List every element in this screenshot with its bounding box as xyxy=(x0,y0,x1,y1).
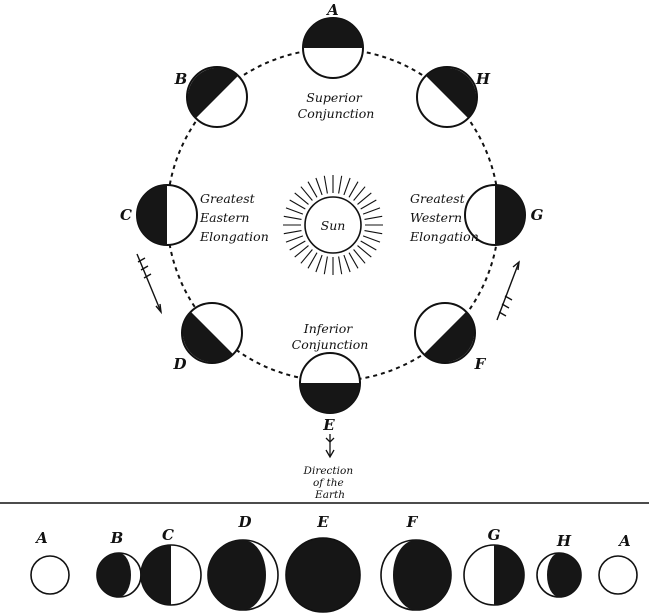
sun-ray xyxy=(316,178,322,195)
inferior-conjunction-label: Inferior Conjunction xyxy=(292,321,369,352)
planet-F: F xyxy=(415,303,487,373)
planet-D: D xyxy=(172,303,242,373)
sun-ray xyxy=(324,176,327,194)
planet-H-label: H xyxy=(475,70,491,88)
phase-D: D xyxy=(208,513,278,610)
eastern-elongation-label: Greatest Eastern Elongation xyxy=(199,191,269,244)
sun-ray xyxy=(295,193,309,205)
sun-ray xyxy=(344,178,350,195)
sun: Sun xyxy=(283,175,383,275)
sun-ray xyxy=(308,253,317,269)
phase-F: F xyxy=(381,513,451,610)
motion-arrow-right xyxy=(497,262,519,320)
phase-B: B xyxy=(97,529,141,597)
planet-E-shadow xyxy=(300,383,360,413)
sun-ray xyxy=(301,187,313,201)
phase-E: E xyxy=(286,513,360,612)
phase-D-shadow xyxy=(208,540,266,610)
planet-C-label: C xyxy=(120,206,132,224)
phase-B-label: B xyxy=(110,529,124,547)
phase-A-right: A xyxy=(599,532,637,594)
sun-label: Sun xyxy=(321,218,346,233)
sun-ray xyxy=(363,236,380,242)
phase-C-shadow xyxy=(141,545,171,605)
sun-ray xyxy=(339,257,342,275)
planet-B-label: B xyxy=(174,70,188,88)
sun-ray xyxy=(361,200,377,209)
sun-ray xyxy=(349,182,358,198)
planet-E-label: E xyxy=(322,416,335,434)
sun-ray xyxy=(358,246,372,258)
sun-ray xyxy=(365,231,383,234)
phase-A-left: A xyxy=(31,529,69,594)
planet-B: B xyxy=(174,67,247,127)
planet-C: C xyxy=(120,185,197,245)
sun-ray xyxy=(316,255,322,272)
sun-ray xyxy=(290,200,306,209)
earth-direction-label: Direction of the Earth xyxy=(303,465,357,501)
planet-F-label: F xyxy=(474,355,487,373)
motion-arrow-left xyxy=(137,254,161,312)
sun-ray xyxy=(308,182,317,198)
sun-ray xyxy=(286,236,303,242)
planet-G-label: G xyxy=(531,206,544,224)
sun-ray xyxy=(295,246,309,258)
sun-ray xyxy=(354,187,366,201)
superior-conjunction-label: Superior Conjunction xyxy=(298,90,375,121)
sun-ray xyxy=(286,208,303,214)
sun-ray xyxy=(301,250,313,264)
phase-F-shadow xyxy=(393,540,451,610)
phase-G-shadow xyxy=(494,545,524,605)
sun-ray xyxy=(354,250,366,264)
phase-B-shadow xyxy=(97,553,131,597)
sun-ray xyxy=(284,231,302,234)
sun-ray xyxy=(284,216,302,219)
planet-D-label: D xyxy=(172,355,186,373)
planet-A-label: A xyxy=(325,1,339,19)
sun-ray xyxy=(290,241,306,250)
sun-ray xyxy=(344,255,350,272)
phase-G-label: G xyxy=(488,526,501,544)
sun-ray xyxy=(361,241,377,250)
sun-ray xyxy=(339,176,342,194)
phase-A-right-label: A xyxy=(617,532,631,550)
phase-F-label: F xyxy=(406,513,419,531)
phase-C: C xyxy=(141,526,201,605)
phase-C-label: C xyxy=(162,526,174,544)
sun-ray xyxy=(349,253,358,269)
phase-H: H xyxy=(537,532,581,597)
planet-G-shadow xyxy=(495,185,525,245)
sun-ray xyxy=(365,216,383,219)
planet-H: H xyxy=(417,67,491,127)
planet-A-shadow xyxy=(303,18,363,48)
phase-E-label: E xyxy=(316,513,329,531)
planet-E: E xyxy=(300,353,360,434)
phase-H-label: H xyxy=(556,532,572,550)
sun-ray xyxy=(358,193,372,205)
planet-A: A xyxy=(303,1,363,78)
phase-G: G xyxy=(464,526,524,605)
sun-ray xyxy=(324,257,327,275)
phase-A-left-label: A xyxy=(34,529,48,547)
sun-ray xyxy=(363,208,380,214)
planet-C-shadow xyxy=(137,185,167,245)
phase-H-shadow xyxy=(547,553,581,597)
earth-direction-arrow xyxy=(326,434,334,457)
phase-D-label: D xyxy=(237,513,251,531)
